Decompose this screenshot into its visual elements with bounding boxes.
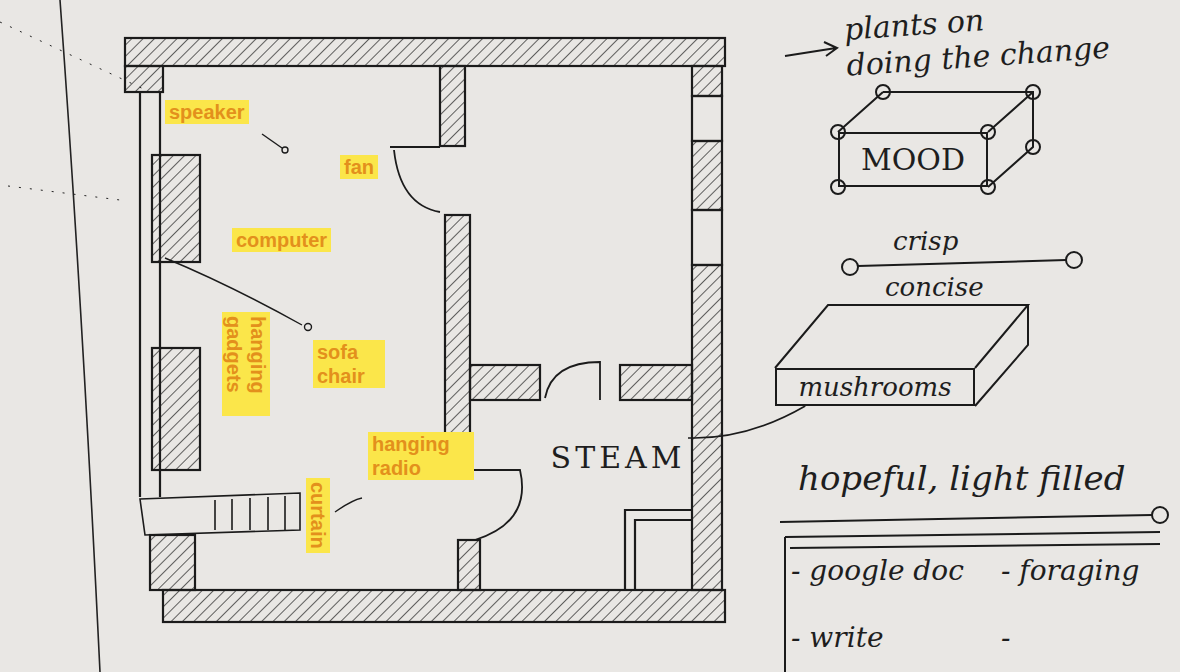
node-text: - foraging [1001, 554, 1161, 603]
walls-part [692, 66, 722, 96]
doors-part [470, 470, 522, 540]
page-edge-part [60, 0, 100, 672]
leader-lines-part [305, 324, 312, 331]
walls-part [692, 141, 722, 210]
note-sketches-part [876, 85, 890, 99]
curtain-sketch-part [140, 493, 300, 535]
walls-part [152, 155, 200, 262]
list-box: - google doc- foraging- write- [785, 550, 1165, 670]
handwritten-note: hopeful, light filled [798, 458, 1125, 499]
walls-part [692, 96, 722, 141]
handwritten-note: plants on doing the change [843, 0, 1132, 84]
walls-part [620, 365, 692, 400]
note-sketches-part [858, 260, 1066, 266]
leader-lines-part [335, 498, 362, 512]
highlight-label: hanging gadgets [222, 312, 270, 416]
walls-part [150, 535, 195, 590]
doors-part [545, 362, 600, 400]
node-text: STEAM [551, 440, 686, 475]
note-sketches-part [780, 515, 1152, 522]
walls [125, 38, 725, 622]
walls-part [163, 590, 725, 622]
node-text: MOOD [861, 142, 965, 177]
handwritten-note: crisp [893, 226, 958, 257]
note-sketches-part [838, 92, 1033, 187]
leader-lines-part [262, 134, 282, 148]
walls-part [625, 510, 692, 590]
walls-part [470, 365, 540, 400]
doors-part [390, 147, 440, 212]
highlight-label: curtain [306, 478, 330, 553]
slab-box: mushrooms [775, 368, 975, 406]
node-text: mushrooms [798, 372, 951, 402]
node-text: - write [791, 621, 1001, 670]
note-sketches-part [842, 259, 858, 275]
highlight-label: speaker [165, 100, 249, 124]
highlight-label: hanging radio [368, 432, 474, 480]
note-sketches-part [775, 305, 1028, 406]
curtain-sketch [140, 493, 300, 535]
node-text: - [1001, 621, 1161, 670]
highlight-label: fan [340, 155, 378, 179]
note-sketches [775, 42, 1168, 672]
note-sketches-part [1066, 252, 1082, 268]
wrap-spacer [1027, 0, 1129, 29]
walls-part [152, 348, 200, 470]
note-sketches-part [981, 180, 995, 194]
note-sketches-part [1026, 85, 1040, 99]
curtain-sketch-part [215, 496, 285, 530]
node-text: - google doc [791, 554, 1001, 603]
leader-lines [165, 134, 362, 512]
note-sketches-part [785, 42, 837, 56]
room-label-node: STEAM [548, 432, 688, 482]
walls-part [692, 265, 722, 590]
note-sketches-part [785, 532, 1160, 672]
doors [390, 147, 600, 540]
connector-line [688, 406, 805, 438]
mood-box: MOOD [838, 132, 988, 187]
walls-part [125, 66, 163, 92]
page-edge [0, 0, 150, 672]
page-edge-part [8, 186, 120, 200]
walls-part [692, 210, 722, 265]
highlight-label: sofa chair [313, 340, 385, 388]
note-sketches-part [1026, 140, 1040, 154]
walls-part [440, 66, 465, 146]
note-sketches-part [1152, 507, 1168, 523]
walls-part [125, 38, 725, 66]
leader-lines-part [282, 147, 288, 153]
handwritten-note: concise [885, 272, 984, 303]
highlight-label: computer [232, 228, 331, 252]
walls-part [458, 540, 480, 590]
